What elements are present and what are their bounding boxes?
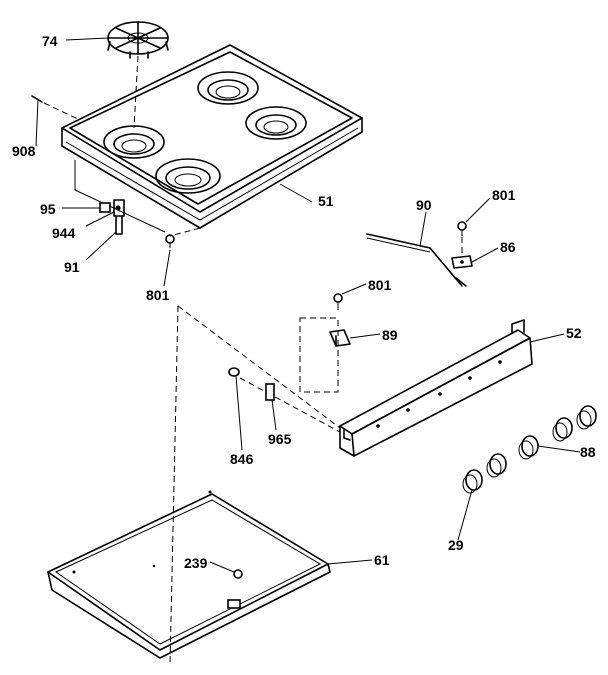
callout-965: 965 [268,431,292,447]
callout-239: 239 [184,555,208,571]
callout-91: 91 [64,259,80,275]
burner-grate-74 [107,21,169,59]
screw-801-middle [333,293,343,310]
burner-bowl-front-right [155,158,221,194]
callout-labels: 74 908 51 95 944 91 801 90 801 86 801 89… [12,33,596,571]
part-908 [31,95,81,121]
callout-88: 88 [580,444,596,460]
leader-lines [35,37,581,573]
bottom-pan-61 [47,490,331,659]
callout-908: 908 [12,143,36,159]
burner-bowl-rear-left [197,71,259,105]
callout-801-right: 801 [492,187,516,203]
rod-90 [366,233,463,287]
screw-801-right-upper [457,221,467,236]
knobs-88-29 [462,405,597,494]
callout-51: 51 [318,193,334,209]
callout-944: 944 [52,225,76,241]
callout-74: 74 [42,33,58,49]
callout-52: 52 [566,325,582,341]
callout-29: 29 [448,537,464,553]
part-846 [228,367,240,377]
callout-86: 86 [500,239,516,255]
burner-bowl-front-left [103,125,165,159]
callout-801-left: 801 [146,287,170,303]
callout-89: 89 [382,327,398,343]
part-965 [265,383,275,401]
control-panel-52 [339,319,533,457]
bracket-86 [451,255,473,287]
screw-801-left [165,234,175,248]
knob-3 [518,435,539,460]
burner-bowl-rear-right [245,106,307,140]
callout-90: 90 [416,197,432,213]
bracket-89 [329,329,351,347]
knob-2 [552,417,573,442]
knob-1 [576,405,597,430]
callout-61: 61 [374,552,390,568]
callout-846: 846 [230,451,254,467]
callout-95: 95 [40,201,56,217]
knob-5 [462,469,483,494]
knob-4 [486,453,507,478]
callout-801-middle: 801 [368,277,392,293]
